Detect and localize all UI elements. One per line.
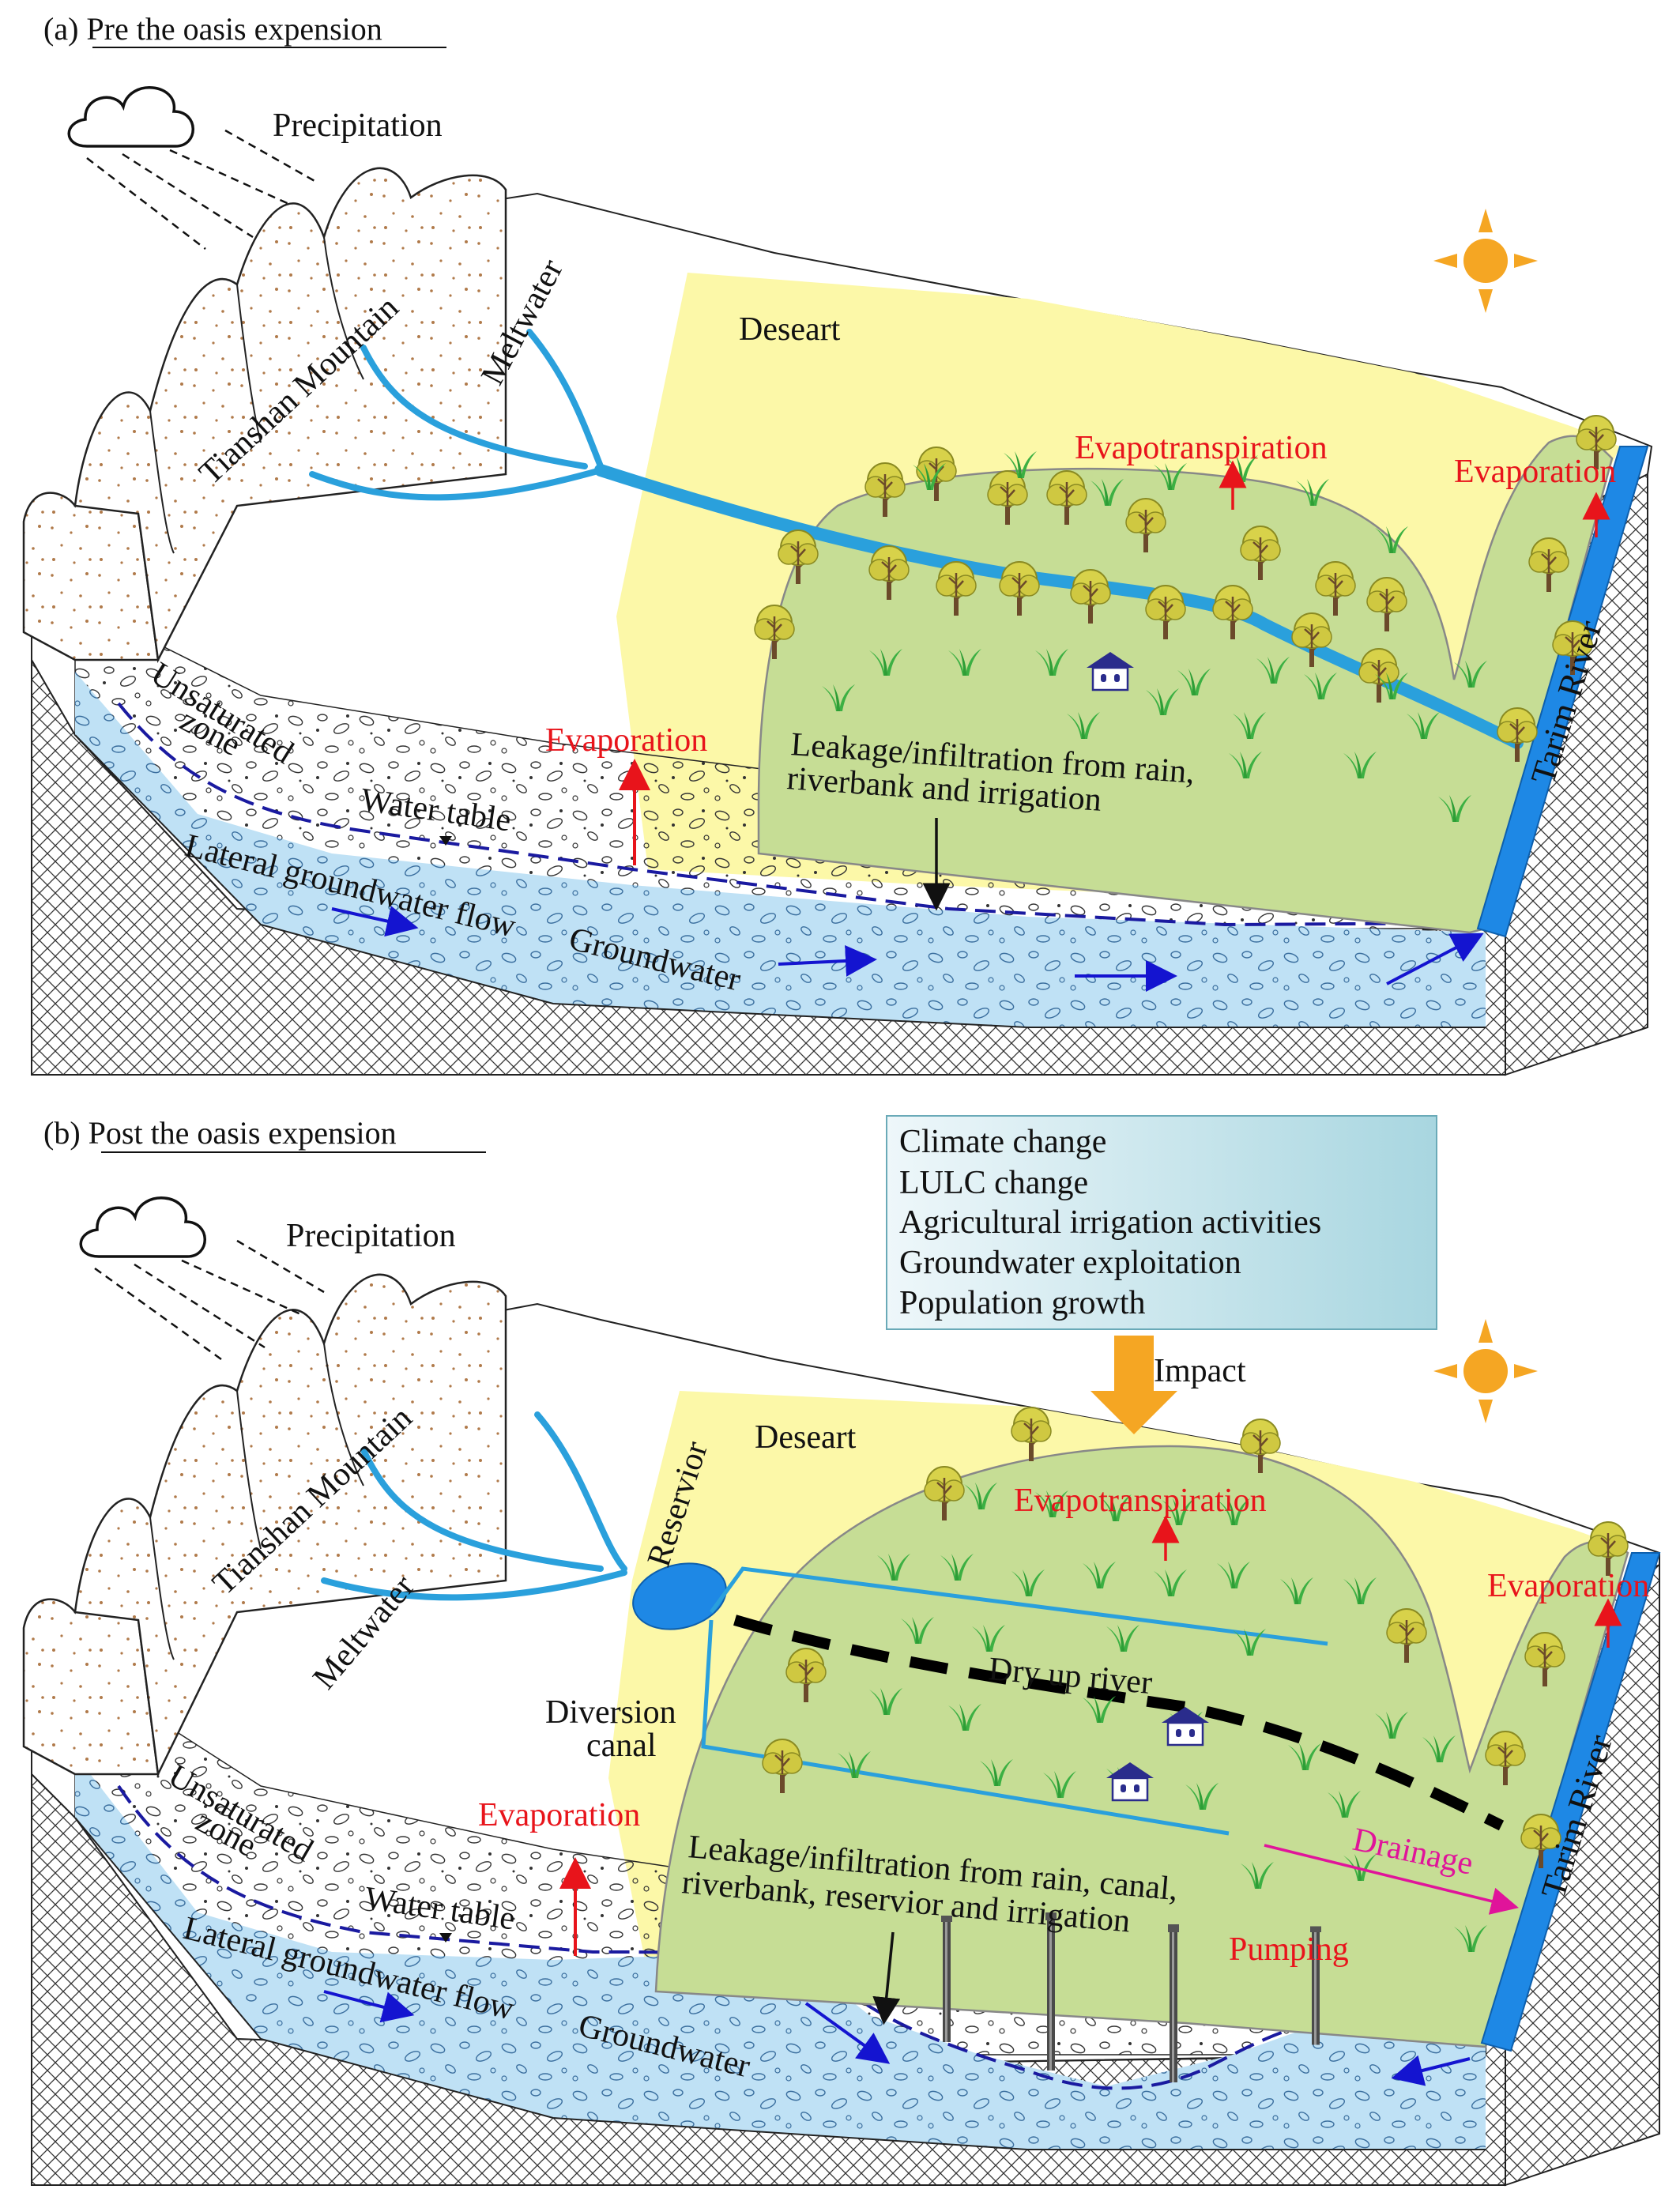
meltwater-streams-b — [321, 1411, 627, 1601]
diversion-label-1: Diversion — [545, 1694, 676, 1731]
precipitation-label-a: Precipitation — [273, 107, 443, 144]
impact-arrow — [1090, 1336, 1177, 1434]
cloud-icon-b — [79, 1196, 207, 1258]
dry-river-line — [733, 1615, 1505, 1831]
sun-icon-b — [1433, 1319, 1538, 1423]
evapotranspiration-label-a: Evapotranspiration — [1075, 430, 1328, 466]
water-table-marker-a — [439, 836, 452, 846]
drivers-box — [886, 1115, 1437, 1330]
rain-lines-a — [86, 129, 317, 250]
mountains-a — [22, 167, 507, 664]
desert-label-a: Deseart — [739, 311, 841, 348]
cloud-icon — [67, 86, 195, 148]
aquifer-bottom-a — [74, 734, 1486, 1028]
precipitation-label-b: Precipitation — [286, 1218, 456, 1254]
aquifer-a — [75, 672, 1486, 1027]
aquifer-bottom-b — [74, 1817, 1486, 2150]
arrows-b — [323, 1515, 1622, 2086]
canals-b — [701, 1566, 1328, 1836]
panel-a: (a) Pre the oasis expension Precipitatio… — [22, 11, 1653, 1076]
water-table-line-a — [117, 702, 1486, 927]
diversion-label-2: canal — [586, 1728, 657, 1764]
reservoir-icon — [632, 1562, 727, 1630]
driver-line-4: Groundwater exploitation — [899, 1245, 1241, 1281]
rain-lines-b — [94, 1239, 325, 1361]
sun-icon — [1433, 209, 1538, 313]
evapotranspiration-label-b: Evapotranspiration — [1014, 1483, 1267, 1519]
driver-line-2: LULC change — [899, 1165, 1088, 1201]
tarim-river-a — [1476, 446, 1649, 938]
evaporation-zone-label-b: Evaporation — [478, 1797, 640, 1833]
impact-label: Impact — [1154, 1353, 1246, 1389]
desert-label-b: Deseart — [755, 1419, 857, 1456]
evaporation-river-label-a: Evaporation — [1454, 454, 1616, 490]
evaporation-zone-label-a: Evaporation — [545, 722, 707, 759]
panel-b: (b) Post the oasis expension Climate cha… — [22, 1115, 1661, 2187]
aquifer-b — [75, 1754, 1486, 2150]
driver-line-3: Agricultural irrigation activities — [899, 1204, 1321, 1241]
arrows-a — [331, 460, 1610, 992]
water-table-marker-b — [439, 1933, 452, 1942]
panel-a-title: (a) Pre the oasis expension — [43, 11, 382, 47]
driver-line-1: Climate change — [899, 1124, 1106, 1160]
driver-line-5: Population growth — [899, 1285, 1146, 1321]
evaporation-river-label-b: Evaporation — [1487, 1568, 1649, 1604]
tarim-river-b — [1480, 1552, 1661, 2052]
pumping-label: Pumping — [1229, 1931, 1349, 1968]
mountains-b — [22, 1273, 507, 1778]
panel-b-title: (b) Post the oasis expension — [43, 1115, 397, 1151]
